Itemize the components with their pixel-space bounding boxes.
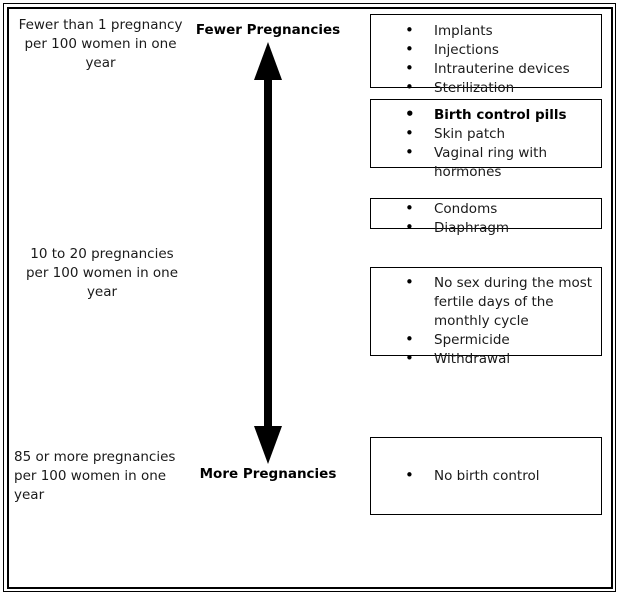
list-item: Diaphragm [371, 218, 601, 238]
method-list: No birth control [371, 438, 601, 486]
method-list: Birth control pills Skin patch Vaginal r… [371, 100, 601, 182]
method-list: No sex during the most fertile days of t… [371, 268, 601, 369]
method-box-most-effective: Implants Injections Intrauterine devices… [370, 14, 602, 97]
list-item: Implants [371, 21, 601, 41]
list-item: Intrauterine devices [371, 59, 601, 79]
axis-caption-more-pregnancies: More Pregnancies [199, 466, 337, 482]
list-item: No sex during the most fertile days of t… [371, 273, 601, 331]
list-item: No birth control [371, 466, 601, 486]
vertical-double-arrow-icon [254, 42, 282, 464]
method-list: Implants Injections Intrauterine devices… [371, 15, 601, 98]
outer-border [3, 3, 616, 592]
inner-border [7, 7, 613, 589]
scale-label-most-effective: Fewer than 1 pregnancy per 100 women in … [18, 17, 183, 71]
list-item: Skin patch [371, 124, 601, 144]
list-item: Sterilization [371, 78, 601, 98]
list-item: Spermicide [371, 330, 601, 350]
method-list: Condoms Diaphragm [371, 199, 601, 238]
method-box-no-method: No birth control [370, 437, 602, 515]
list-item: Injections [371, 40, 601, 60]
method-box-behavioral: No sex during the most fertile days of t… [370, 267, 602, 368]
scale-label-least-effective: 85 or more pregnancies per 100 women in … [14, 449, 176, 503]
method-box-hormonal: Birth control pills Skin patch Vaginal r… [370, 99, 602, 180]
list-item: Condoms [371, 199, 601, 219]
axis-caption-fewer-pregnancies: Fewer Pregnancies [195, 22, 341, 38]
list-item: Withdrawal [371, 349, 601, 369]
list-item: Vaginal ring with hormones [371, 143, 601, 182]
scale-label-moderately-effective: 10 to 20 pregnancies per 100 women in on… [25, 246, 179, 300]
list-item: Birth control pills [371, 105, 601, 125]
method-box-barrier: Condoms Diaphragm [370, 198, 602, 237]
